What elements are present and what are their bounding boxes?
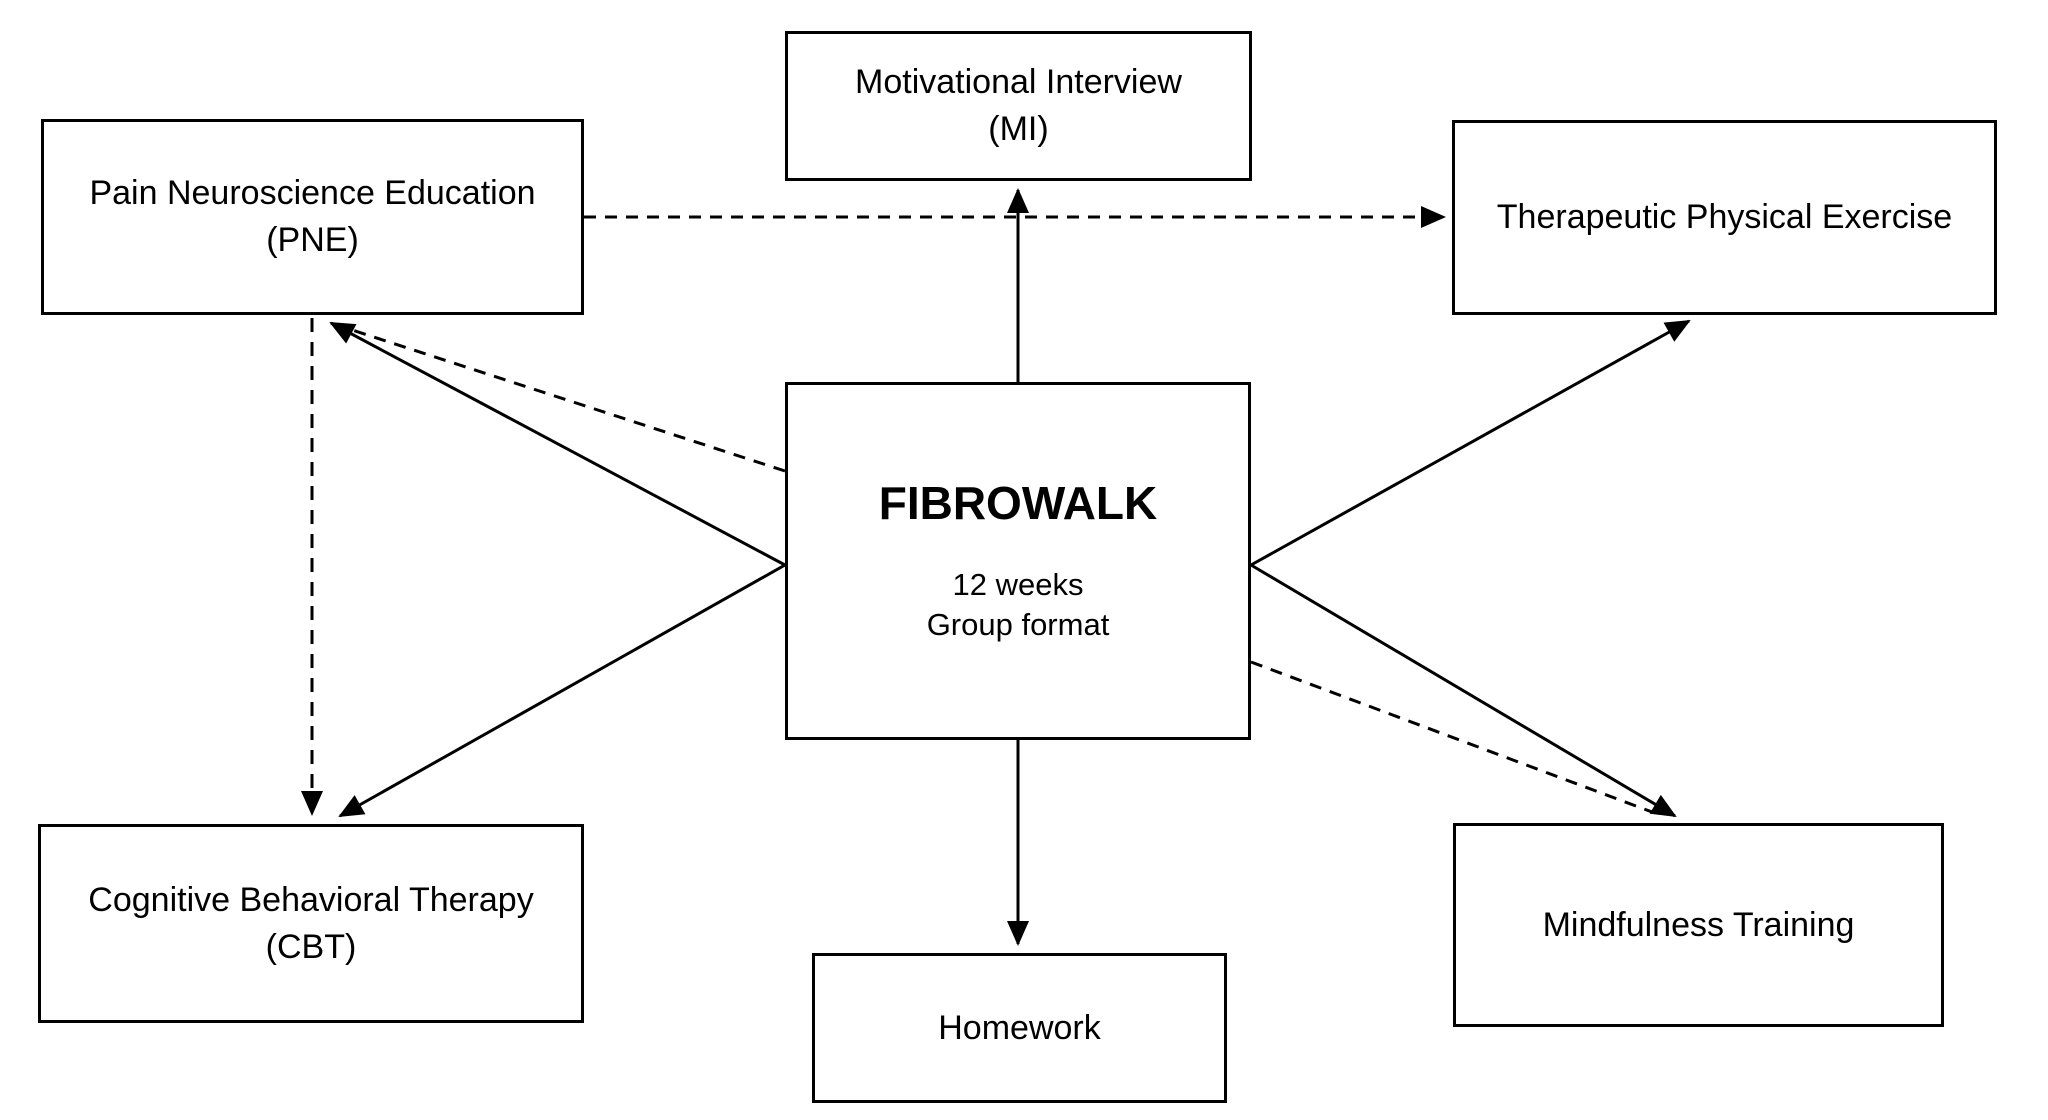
node-pne: Pain Neuroscience Education (PNE) — [41, 119, 584, 315]
node-therapeutic-physical-exercise: Therapeutic Physical Exercise — [1452, 120, 1997, 315]
edge-fibrowalk-to-tpe-solid — [1250, 319, 1691, 567]
node-homework-title: Homework — [938, 1008, 1101, 1047]
edge-fibrowalk-to-pne-dashed — [348, 327, 786, 473]
node-cbt: Cognitive Behavioral Therapy (CBT) — [38, 824, 584, 1023]
edge-fibrowalk-to-cbt-solid — [338, 563, 786, 818]
node-mindfulness-title: Mindfulness Training — [1542, 905, 1855, 944]
edge-fibrowalk-to-pne-solid — [329, 321, 786, 567]
node-mindfulness-training: Mindfulness Training — [1453, 823, 1944, 1027]
node-tpe-title: Therapeutic Physical Exercise — [1496, 198, 1953, 236]
edge-fibrowalk-to-mindfulness-dashed — [1250, 660, 1653, 814]
fibrowalk-duration: 12 weeks — [952, 567, 1084, 602]
node-fibrowalk: FIBROWALK 12 weeks Group format — [785, 382, 1251, 740]
edge-fibrowalk-to-mindfulness-solid — [1250, 563, 1677, 818]
node-mi-subtitle: (MI) — [988, 110, 1049, 148]
node-motivational-interview: Motivational Interview (MI) — [785, 31, 1252, 181]
node-homework: Homework — [812, 953, 1227, 1103]
fibrowalk-format: Group format — [926, 607, 1110, 642]
node-pne-title: Pain Neuroscience Education — [89, 174, 536, 212]
node-pne-subtitle: (PNE) — [266, 221, 359, 259]
fibrowalk-title: FIBROWALK — [878, 477, 1158, 529]
node-mi-title: Motivational Interview — [855, 63, 1182, 101]
node-cbt-subtitle: (CBT) — [265, 927, 357, 966]
node-cbt-title: Cognitive Behavioral Therapy — [88, 880, 534, 919]
